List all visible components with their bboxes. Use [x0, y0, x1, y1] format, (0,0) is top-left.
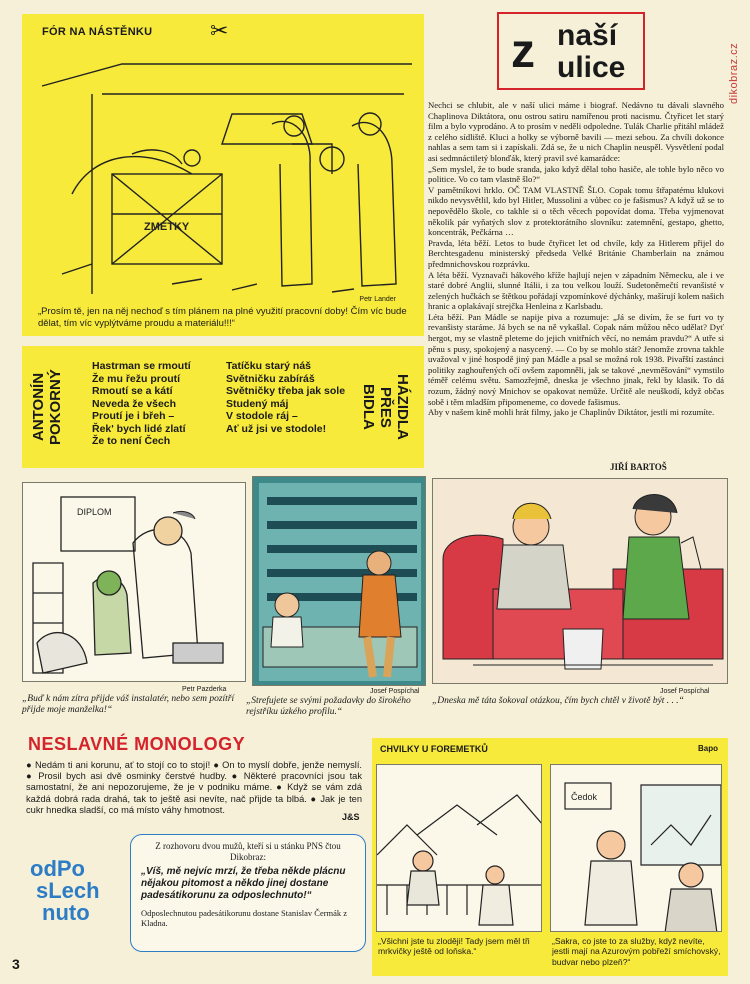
article-title-z: z — [511, 25, 535, 78]
poem-panel: ANTONÍN POKORNÝ Hastrman se rmoutí Že mu… — [22, 346, 424, 468]
article-title-box: z naší ulice — [497, 12, 645, 90]
nastenka-title: FÓR NA NÁSTĚNKU — [42, 26, 153, 38]
odposlechnuto-logo: odPo sLech nuto — [30, 858, 130, 938]
logo-line-3: nuto — [42, 900, 90, 925]
cartoon3-caption: „Dneska mě táta šokoval otázkou, čím byc… — [432, 696, 684, 706]
nastenka-cartoon: ZMETKY — [32, 54, 414, 302]
cartoon3-credit: Josef Pospíchal — [660, 688, 710, 695]
article-author: JIŘÍ BARTOŠ — [610, 462, 667, 472]
odposlechnuto-footer: Odposlechnutou padesátikorunu dostane St… — [141, 908, 348, 928]
odposlechnuto-quote: „Víš, mě nejvíc mrzí, že třeba někde plá… — [141, 866, 346, 901]
chvilky-credit: Bapo — [698, 744, 718, 753]
chvilky-caption-2: „Sakra, co jste to za služby, když nevít… — [552, 936, 721, 967]
logo-line-1: odPo — [30, 856, 85, 881]
nastenka-caption: „Prosím tě, jen na něj nechoď s tím plán… — [38, 306, 407, 329]
rejstrik-drawing — [259, 483, 421, 681]
diplom-sign: DIPLOM — [77, 507, 112, 517]
nastenka-credit: Petr Lander — [359, 296, 396, 303]
diplom-drawing: DIPLOM — [32, 496, 224, 674]
poem-column-1: Hastrman se rmoutí Že mu řežu proutí Rmo… — [92, 360, 191, 447]
odposlechnuto-box: Z rozhovoru dvou mužů, kteří si u stánku… — [130, 834, 366, 952]
poem-title: HÁZIDLA PŘES BIDLA — [360, 374, 411, 440]
chvilky-panel: CHVILKY U FOREMETKŮ Bapo — [372, 738, 728, 976]
cartoon1-credit: Petr Pazderka — [182, 686, 227, 693]
site-watermark: dikobraz.cz — [728, 42, 740, 104]
article-title-line1: naší — [557, 19, 618, 52]
cartoon2-caption: „Strefujete se svými požadavky do široké… — [246, 696, 411, 717]
cartoon-diplom: DIPLOM — [22, 482, 246, 682]
odposlechnuto-intro: Z rozhovoru dvou mužů, kteří si u stánku… — [155, 841, 341, 862]
cartoon-rejstrik — [252, 476, 426, 686]
travel-drawing: Čedok — [564, 782, 721, 931]
chvilky-cartoon-1 — [376, 764, 542, 932]
article-body: Nechci se chlubit, ale v naší ulici máme… — [428, 100, 724, 418]
monology-text: ● Nedám ti ani korunu, ať to stojí co to… — [26, 760, 362, 815]
scissors-icon: ✂ — [210, 18, 229, 43]
poem-author: ANTONÍN POKORNÝ — [30, 369, 64, 445]
chvilky-caption-1: „Všichni jste tu zloději! Tady jsem měl … — [378, 936, 530, 957]
monology-title: NESLAVNÉ MONOLOGY — [28, 734, 246, 754]
logo-line-2: sLech — [36, 878, 100, 903]
poem-column-2: Tatíčku starý náš Světničku zabíráš Svět… — [226, 360, 346, 435]
nastenka-panel: FÓR NA NÁSTĚNKU ✂ ZMETKY — [22, 14, 424, 336]
garden-drawing — [377, 794, 541, 926]
cedok-sign: Čedok — [571, 792, 598, 802]
page-number: 3 — [12, 956, 20, 972]
workshop-drawing: ZMETKY — [41, 63, 412, 294]
cartoon-sokoval — [432, 478, 728, 684]
chvilky-cartoon-2: Čedok — [550, 764, 722, 932]
article-title-line2: ulice — [557, 51, 626, 84]
cartoon1-caption: „Buď k nám zítra přijde váš instalatér, … — [22, 694, 235, 715]
chvilky-title: CHVILKY U FOREMETKŮ — [380, 744, 488, 754]
cartoon2-credit: Josef Pospíchal — [370, 688, 420, 695]
monology-signature: J&S — [342, 812, 360, 822]
sokoval-drawing — [442, 494, 724, 670]
crate-label: ZMETKY — [144, 221, 190, 233]
